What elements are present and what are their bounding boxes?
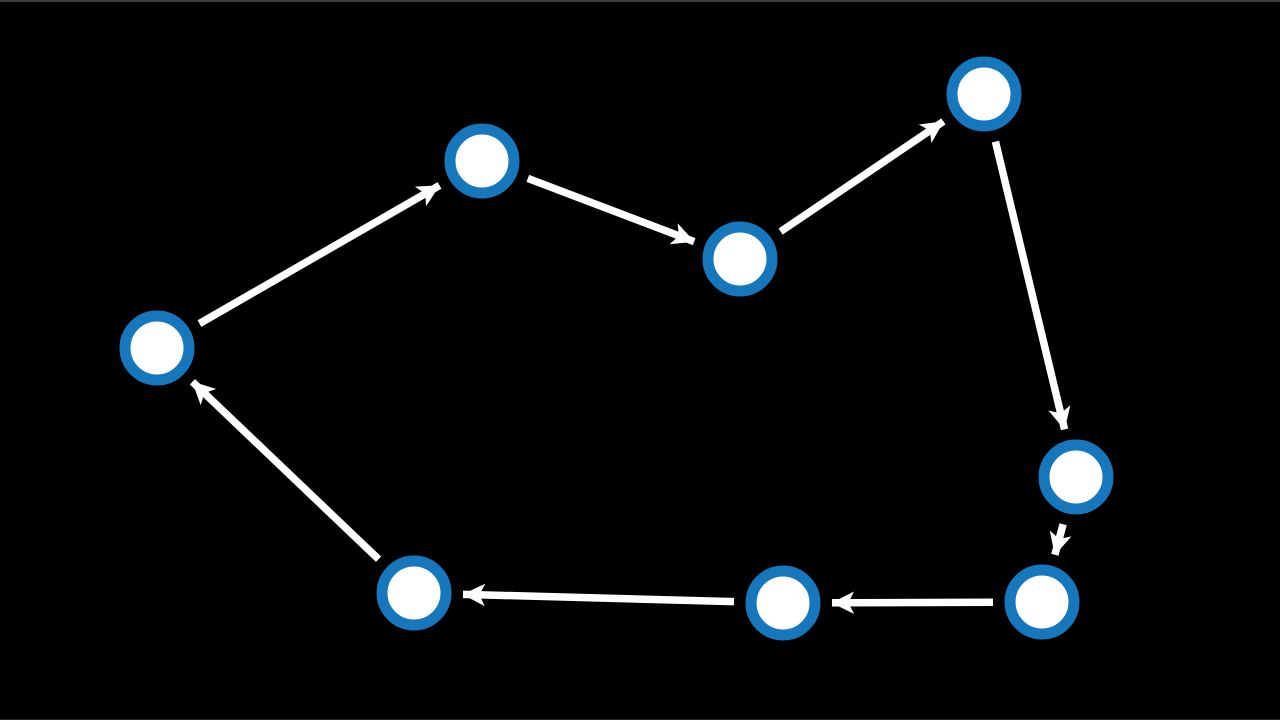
edges-layer: [189, 118, 1072, 614]
node-bottom-middle: [745, 565, 821, 641]
edge-arrow-n5-to-n6: [1049, 523, 1072, 556]
edge-arrow-n8-to-n1: [189, 379, 382, 562]
node-upper-left: [444, 123, 520, 199]
edge-arrow-n4-to-n5: [991, 140, 1071, 431]
node-right: [1038, 439, 1114, 515]
edge-arrow-n7-to-n8: [462, 583, 735, 607]
edge-arrow-n2-to-n3: [526, 174, 696, 246]
edge-arrow-n3-to-n4: [778, 118, 946, 235]
edge-arrow-n1-to-n2: [197, 182, 442, 327]
node-upper-middle: [702, 221, 778, 297]
edge-arrow-n6-to-n7: [831, 591, 994, 614]
node-bottom-right: [1004, 564, 1080, 640]
node-left: [119, 310, 195, 386]
nodes-layer: [119, 56, 1114, 641]
node-top-right: [946, 56, 1022, 132]
node-bottom-left: [376, 555, 452, 631]
